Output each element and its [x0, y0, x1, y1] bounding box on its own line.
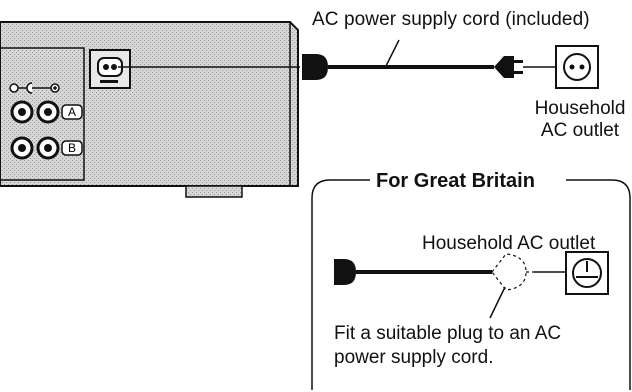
- plug-note-leader: [489, 286, 506, 319]
- gb-outlet-icon: [565, 251, 609, 295]
- device-foot: [185, 185, 243, 198]
- device-rear-panel: A B: [0, 21, 299, 198]
- ac-plug: [494, 56, 514, 78]
- gb-plug-note: Fit a suitable plug to an AC power suppl…: [334, 322, 561, 370]
- gb-note-line-1: Fit a suitable plug to an AC: [334, 323, 562, 344]
- great-britain-box: [311, 179, 631, 390]
- outlet-label-line-1: Household: [534, 98, 626, 119]
- great-britain-title: For Great Britain: [372, 170, 539, 193]
- household-outlet-icon: [555, 45, 599, 89]
- cord-label-leader: [384, 39, 400, 69]
- household-outlet-label: Household AC outlet: [524, 98, 632, 142]
- ac-power-cord: [118, 39, 556, 80]
- input-jacks-a: A: [10, 100, 83, 124]
- gb-note-line-2: power supply cord.: [334, 347, 494, 369]
- dashed-plug-outline: [491, 253, 534, 291]
- polarity-symbol: [9, 82, 60, 94]
- gb-outlet-label: Household AC outlet: [422, 233, 596, 254]
- input-a-label: A: [68, 105, 76, 119]
- cord-label: AC power supply cord (included): [312, 9, 590, 30]
- input-b-label: B: [68, 141, 76, 155]
- ac-inlet: [89, 49, 131, 89]
- outlet-label-line-2: AC outlet: [540, 119, 620, 141]
- input-jacks-b: B: [10, 136, 83, 160]
